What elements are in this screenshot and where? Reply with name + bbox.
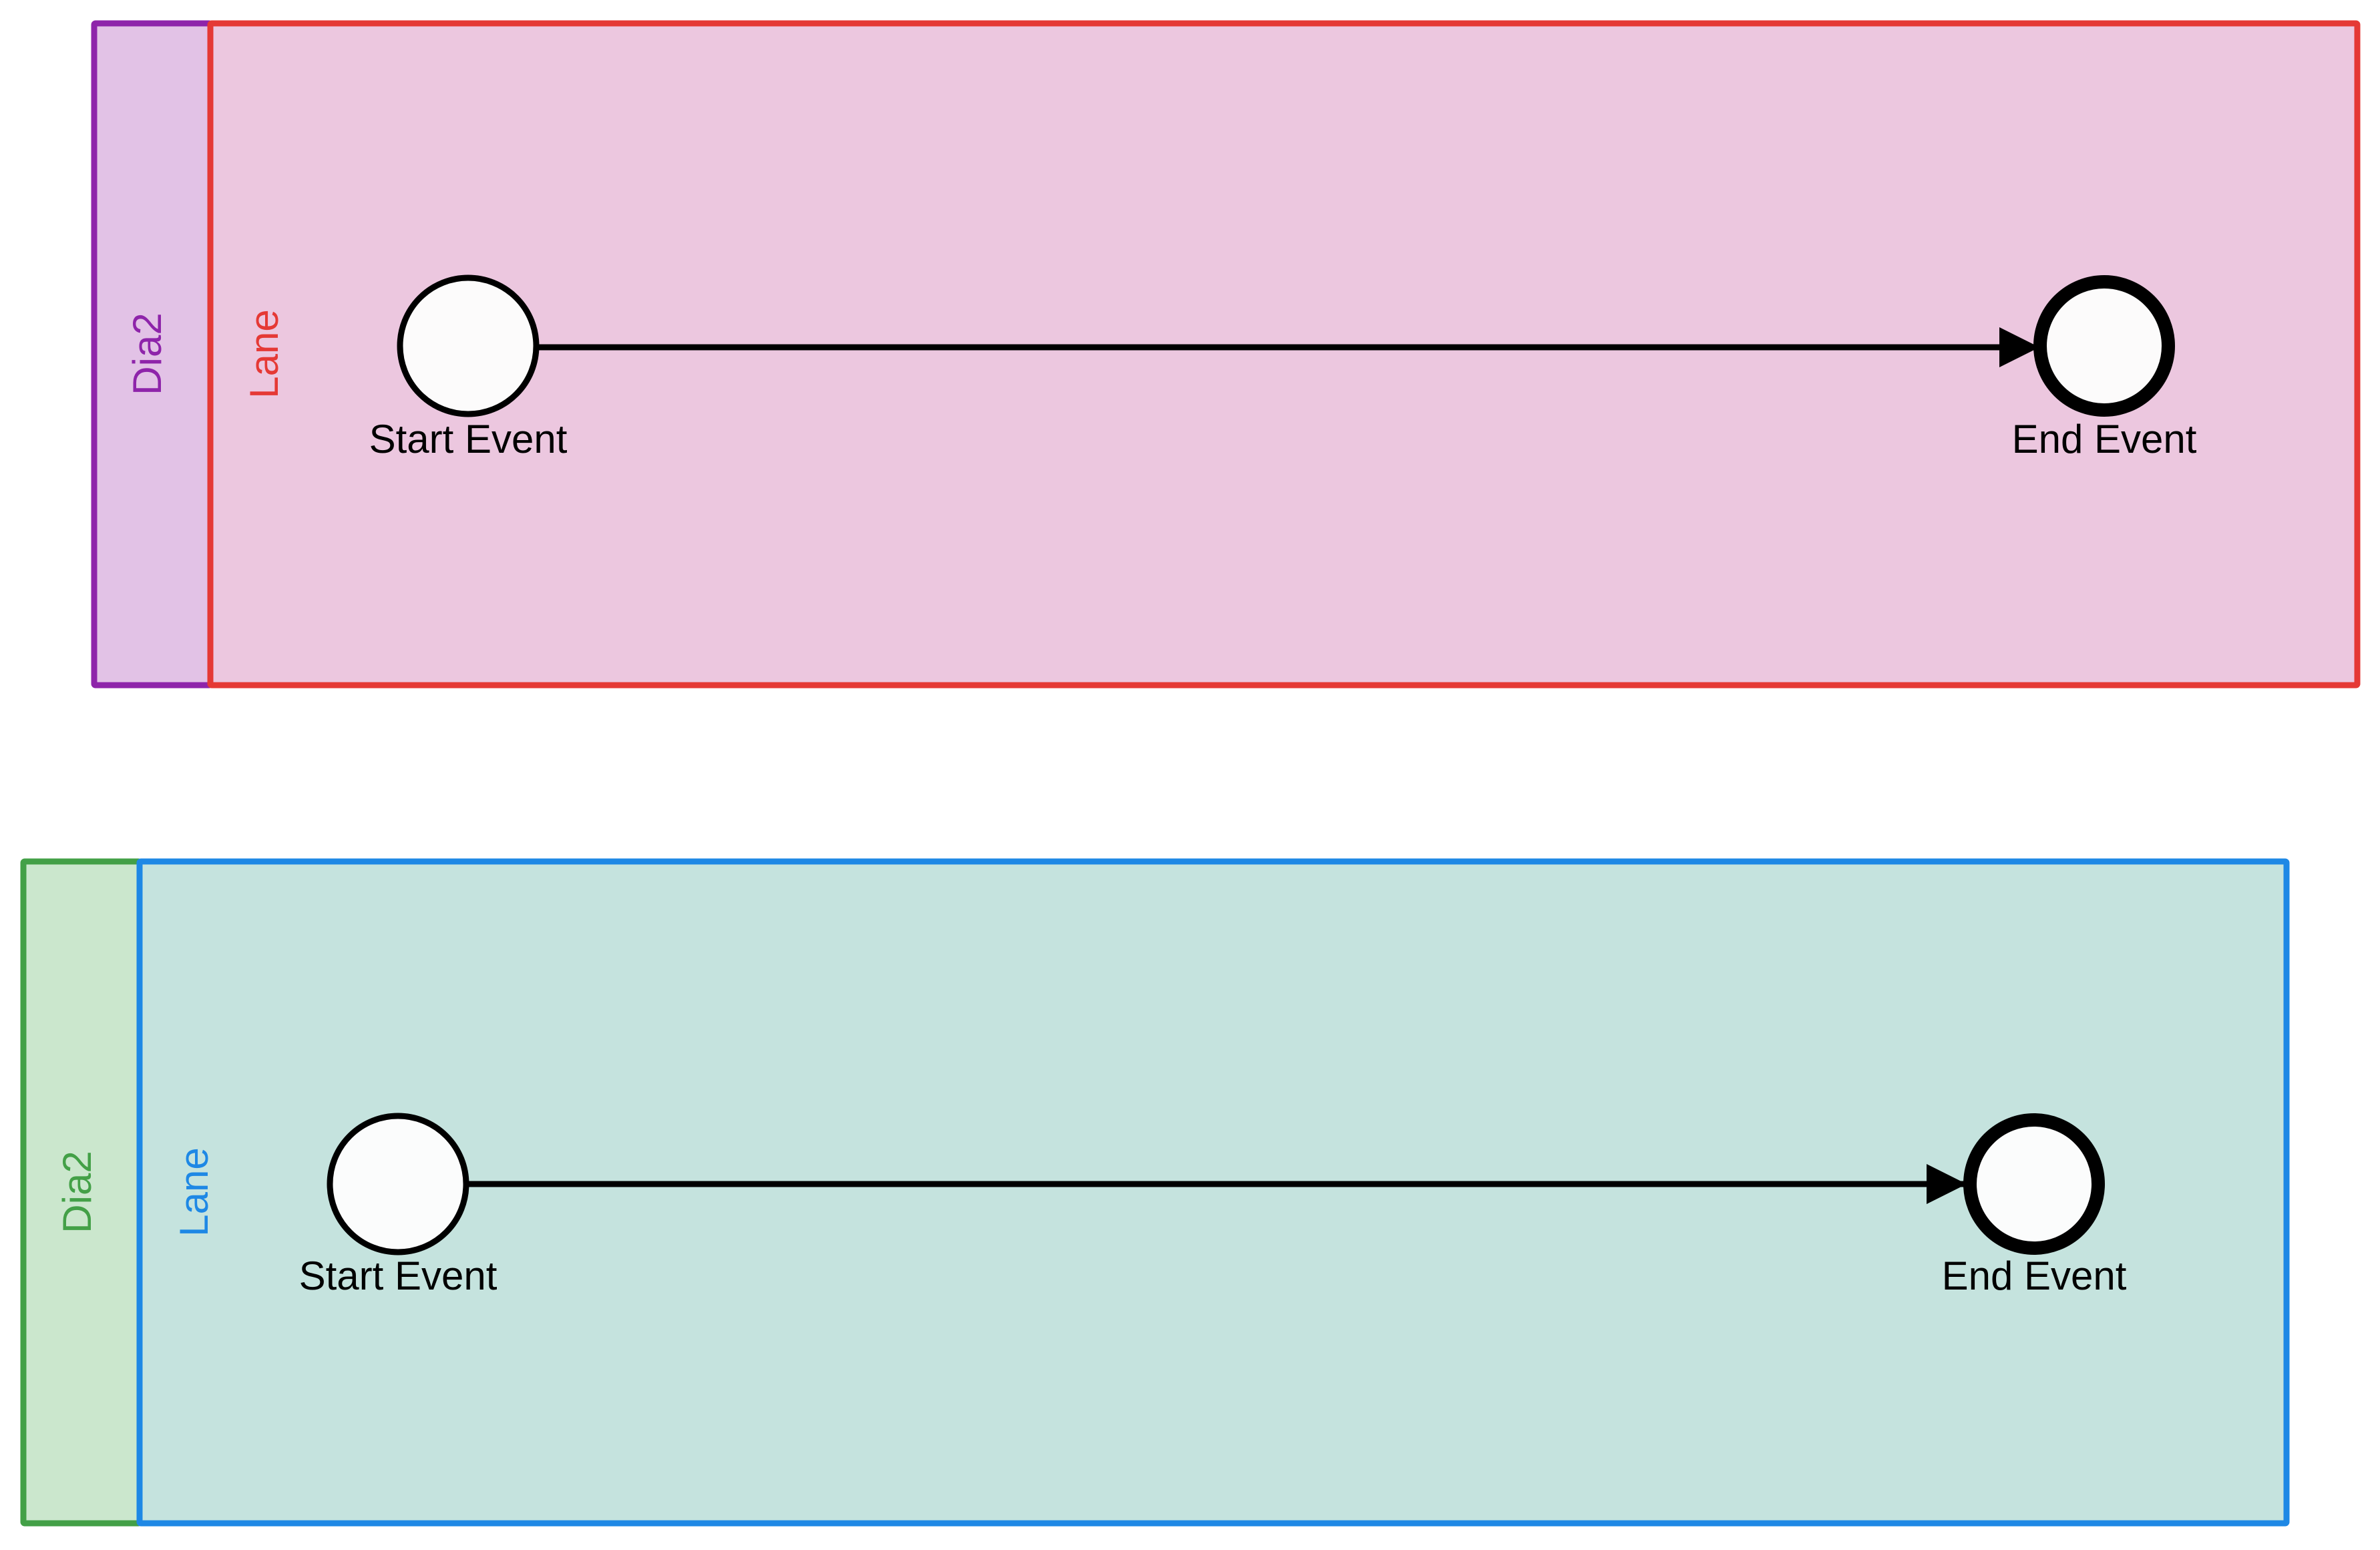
- pool-1-lane[interactable]: Lane: [207, 20, 2361, 689]
- pool-2-label: Dia2: [55, 1151, 100, 1233]
- pool-2-start-event-label: Start Event: [299, 1253, 498, 1298]
- pool-2-end-event-label: End Event: [1942, 1253, 2127, 1298]
- pool-1-end-event-label: End Event: [2012, 417, 2197, 461]
- pool-1-end-event[interactable]: [2033, 275, 2175, 417]
- pool-2[interactable]: Dia2 Lane Start Event End Event: [20, 858, 2290, 1527]
- pool-1-lane-body[interactable]: [207, 20, 2361, 689]
- pool-1-sequence-flow-arrowhead: [1999, 327, 2039, 367]
- pool-1-start-event[interactable]: [397, 274, 540, 417]
- pool-1[interactable]: Dia2 Lane Start Event End Event: [91, 20, 2361, 689]
- pool-1-start-event-label: Start Event: [369, 417, 568, 461]
- pool-2-end-event[interactable]: [1963, 1113, 2105, 1255]
- pool-2-sequence-flow-arrowhead: [1927, 1164, 1967, 1204]
- pool-1-lane-label: Lane: [242, 309, 286, 398]
- pool-2-lane[interactable]: Lane: [136, 858, 2290, 1527]
- pool-2-lane-label: Lane: [172, 1147, 216, 1236]
- pool-2-lane-body[interactable]: [136, 858, 2290, 1527]
- pool-1-label: Dia2: [125, 313, 170, 395]
- pool-2-start-event[interactable]: [327, 1113, 469, 1255]
